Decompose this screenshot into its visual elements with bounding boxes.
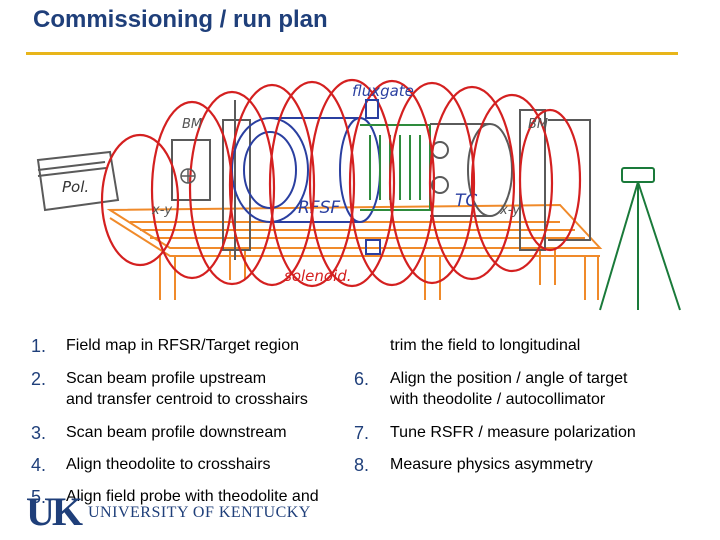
fluxgate-probe	[365, 99, 381, 255]
step-text: Measure physics asymmetry	[390, 456, 593, 473]
step-number: 2.	[31, 369, 47, 389]
step-text: Align the position / angle of target	[390, 370, 628, 387]
step-text: Align theodolite to crosshairs	[66, 456, 271, 473]
step-number: 5.	[31, 487, 47, 507]
uk-logo-mark: UK	[26, 489, 83, 534]
theodolite-tripod	[599, 167, 681, 311]
step-number: 8.	[354, 455, 370, 475]
polarimeter-box	[36, 150, 120, 212]
step-text-cont: and transfer centroid to crosshairs	[66, 391, 308, 408]
label-bm-left: BM	[182, 117, 202, 132]
tc-target	[360, 123, 513, 217]
label-solenoid: solenoid.	[284, 267, 352, 285]
step-text: Align field probe with theodolite and	[66, 488, 319, 505]
step-number: 6.	[354, 369, 370, 389]
apparatus-sketch: Pol. RFSF TC fluxgate solenoid. BM BM	[36, 78, 681, 311]
solenoid-loops	[100, 78, 582, 288]
label-rfsf: RFSF	[298, 198, 340, 218]
step-number: 1.	[31, 336, 47, 356]
step-number: 7.	[354, 423, 370, 443]
label-pol: Pol.	[62, 178, 89, 196]
university-name: UNIVERSITY OF KENTUCKY	[88, 504, 311, 521]
step-text-cont: with theodolite / autocollimator	[390, 391, 606, 408]
step-text: Scan beam profile upstream	[66, 370, 267, 387]
support-table	[106, 203, 603, 300]
label-bm-right: BM	[528, 117, 548, 132]
label-fluxgate: fluxgate	[352, 82, 414, 100]
step-text: trim the field to longitudinal	[390, 337, 581, 354]
label-xy-left: x-y	[151, 203, 172, 218]
step-number: 4.	[31, 455, 47, 475]
step-text: Field map in RFSR/Target region	[66, 337, 299, 354]
slide-title: Commissioning / run plan	[33, 6, 328, 33]
step-number: 3.	[31, 423, 47, 443]
label-xy-right: x-y	[499, 203, 520, 218]
title-underline	[26, 52, 678, 55]
detector-frame	[171, 100, 591, 260]
step-text: Scan beam profile downstream	[66, 424, 287, 441]
beam-crosshair	[180, 168, 196, 184]
step-text: Tune RSFR / measure polarization	[390, 424, 636, 441]
